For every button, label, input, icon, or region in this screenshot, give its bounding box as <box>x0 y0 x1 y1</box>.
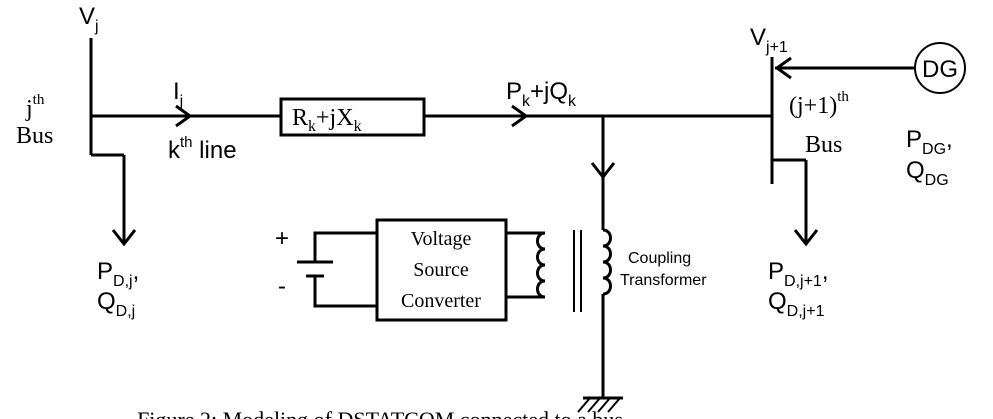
transformer-secondary-coil <box>602 228 612 296</box>
transformer-primary-coil <box>506 231 546 299</box>
bus-j-load-arrow <box>111 229 137 247</box>
bus-j-load-p-label: PD,j, <box>97 258 139 290</box>
bus-j1-name-line1: (j+1)th <box>789 89 849 119</box>
ground-icon <box>577 397 621 413</box>
dc-minus-label: - <box>278 273 286 300</box>
line-current-label: Ij <box>173 78 183 110</box>
bus-j-name-line1: jth <box>25 92 45 122</box>
bus-j1-voltage-label: Vj+1 <box>750 24 788 56</box>
bus-j-voltage-label: Vj <box>79 3 99 35</box>
bus-j-load-q-label: QD,j <box>97 288 135 320</box>
dc-negative-wire <box>313 276 377 308</box>
bus-j1-load-q-label: QD,j+1 <box>768 288 825 320</box>
transformer-label-line2: Transformer <box>620 272 707 289</box>
transformer-label-line1: Coupling <box>628 250 691 267</box>
current-arrow <box>175 104 193 128</box>
vsc-label-line2: Source <box>413 259 469 281</box>
power-flow-label: Pk+jQk <box>506 78 577 110</box>
line-name-label: kth line <box>168 134 237 164</box>
bus-j-name-line2: Bus <box>16 123 53 149</box>
dg-q-label: QDG <box>906 157 949 189</box>
power-flow-arrow <box>511 104 529 128</box>
vsc-label-line1: Voltage <box>411 228 472 250</box>
figure-caption: Figure 2: Modeling of DSTATCOM connected… <box>137 407 623 419</box>
vsc-box <box>375 218 508 322</box>
dg-p-label: PDG, <box>906 126 953 158</box>
bus-j1-load-arrow <box>793 229 819 247</box>
dg-injection-arrow <box>774 56 792 80</box>
dc-plus-label: + <box>275 225 289 252</box>
dg-label: DG <box>922 56 958 83</box>
dg-circle <box>914 42 966 94</box>
shunt-current-arrow <box>590 162 616 180</box>
bus-j1-name-line2: Bus <box>805 132 842 158</box>
dc-positive-wire <box>313 231 377 262</box>
vsc-label-line3: Converter <box>401 290 481 312</box>
impedance-label: Rk+jXk <box>292 105 362 135</box>
bus-j1-load-p-label: PD,j+1, <box>768 258 828 290</box>
